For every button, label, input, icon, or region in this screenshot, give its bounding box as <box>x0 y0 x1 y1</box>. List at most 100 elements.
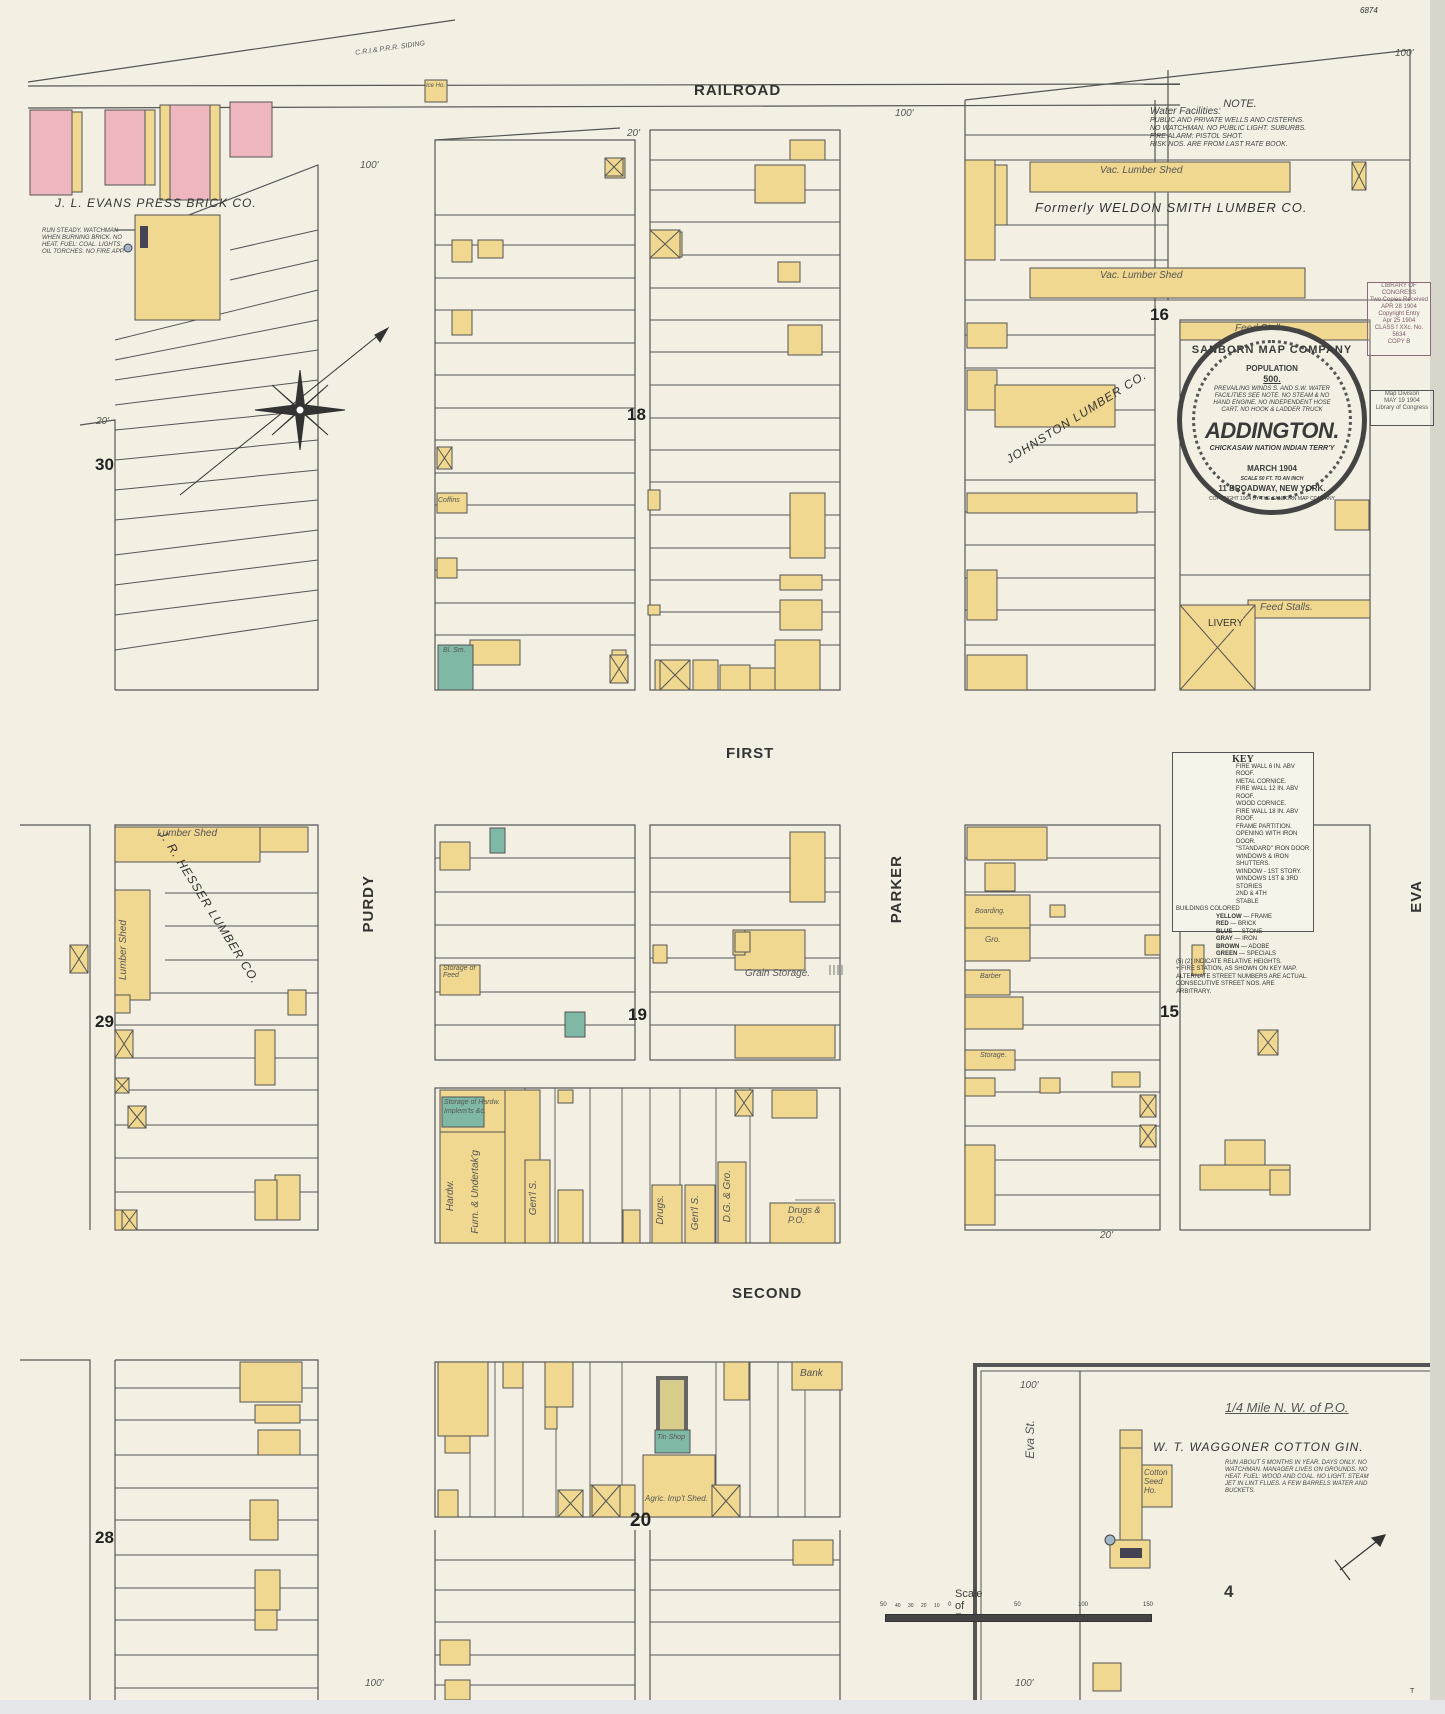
key-line: WOOD CORNICE. <box>1236 801 1287 807</box>
scale-tick: 20 <box>921 1603 927 1609</box>
street-purdy: PURDY <box>360 875 377 933</box>
note-water: Water Facilities: <box>1150 106 1221 117</box>
dim-label: 100' <box>360 160 379 171</box>
key-color-name: BLUE <box>1216 928 1233 935</box>
ice-house-label: Ice Ho. <box>426 83 446 89</box>
weldon-smith-lumber: Formerly WELDON SMITH LUMBER CO. <box>1035 200 1308 215</box>
scale-tick: 30 <box>908 1603 914 1609</box>
stamp-line: Two Copies Received <box>1369 297 1429 303</box>
scale-bar-line <box>885 1614 1152 1622</box>
key-color-name: YELLOW <box>1216 913 1242 920</box>
stamp-line: CLASS f XXc. No. <box>1374 325 1424 331</box>
feed-stalls-label: Feed Stalls. <box>1260 602 1313 613</box>
dim-label: 100' <box>365 1678 384 1689</box>
grain-storage-label: Grain Storage. <box>745 968 811 979</box>
note-box: NOTE. Water Facilities: PUBLIC AND PRIVA… <box>1150 98 1330 149</box>
vac-lumber-shed-label: Vac. Lumber Shed <box>1100 270 1183 281</box>
block-19: 19 <box>628 1005 647 1024</box>
bottom-edge <box>0 1700 1445 1714</box>
seal-ring <box>1192 340 1352 500</box>
dim-label: 100' <box>895 108 914 119</box>
block-18: 18 <box>627 405 646 424</box>
cotton-gin-notes: RUN ABOUT 5 MONTHS IN YEAR. DAYS ONLY. N… <box>1225 1460 1369 1494</box>
sheet-number: 4 <box>1224 1582 1234 1601</box>
cotton-seed-house-label: Cotton Seed Ho. <box>1144 1468 1168 1495</box>
drugs-po-label: Drugs & P.O. <box>788 1205 821 1225</box>
key-line: WINDOWS & IRON SHUTTERS. <box>1236 853 1289 868</box>
dim-label: 20' <box>1100 1230 1114 1241</box>
scale-tick: 0 <box>948 1602 952 1608</box>
corner-code: 6874 <box>1360 6 1378 15</box>
seal-scale: SCALE 50 FT. TO AN INCH <box>1240 476 1304 482</box>
evans-brick-co: J. L. EVANS PRESS BRICK CO. <box>55 196 257 210</box>
street-first: FIRST <box>726 745 775 762</box>
street-parker: PARKER <box>888 855 905 924</box>
seal-copyright: COPYRIGHT 1904 BY THE SANBORN MAP COMPAN… <box>1209 496 1335 502</box>
scale-tick: 100 <box>1078 1602 1089 1608</box>
key-line: FRAME PARTITION. <box>1236 823 1292 830</box>
distance-label: 1/4 Mile N. W. of P.O. <box>1225 1400 1349 1415</box>
sanborn-seal: SANBORN MAP COMPANY POPULATION 500. PREV… <box>1177 325 1367 515</box>
key-line: FIRE WALL 12 IN. ABV ROOF. <box>1236 786 1299 800</box>
compass-rose <box>179 326 390 496</box>
scale-tick: 10 <box>934 1603 940 1609</box>
dim-label: 20' <box>627 128 641 139</box>
stamp-line: APR 28 1904 <box>1381 304 1417 310</box>
key-color-meaning: ADOBE <box>1248 943 1270 950</box>
note-line: NO WATCHMAN. NO PUBLIC LIGHT. SUBURBS. <box>1150 125 1307 132</box>
note-heading: NOTE. <box>1223 98 1257 110</box>
key-footer-line: ALTERNATE STREET NUMBERS ARE ACTUAL. <box>1176 973 1308 980</box>
loc-copyright-stamp: LIBRARY OF CONGRESS Two Copies Received … <box>1367 282 1431 356</box>
key-line: "STANDARD" IRON DOOR <box>1236 846 1310 852</box>
key-color-name: RED <box>1216 921 1229 927</box>
stamp-line: Library of Congress <box>1375 405 1429 411</box>
map-key: KEY FIRE WALL 6 IN. ABV ROOF. METAL CORN… <box>1172 752 1314 995</box>
key-line: METAL CORNICE. <box>1236 778 1287 785</box>
storage-hardware-label: Storage of Hardw. Implem'ts &c. <box>444 1099 501 1115</box>
rr-siding-line <box>27 19 456 83</box>
general-store-label: Gen'l S. <box>528 1180 539 1216</box>
bl-sm-label: Bl. Sm. <box>443 647 466 654</box>
boarding-label: Boarding. <box>975 908 1005 915</box>
note-line: FIRE ALARM: PISTOL SHOT. <box>1150 133 1243 140</box>
tin-shop-label: Tin Shop <box>657 1434 685 1441</box>
livery-label: LIVERY <box>1208 618 1244 629</box>
key-color-row: GRAY — IRON <box>1216 936 1258 942</box>
storage-feed-label: Storage of Feed <box>443 965 476 979</box>
street-second: SECOND <box>732 1285 803 1302</box>
key-line: WINDOW - 1ST STORY. <box>1236 868 1302 875</box>
key-color-name: GREEN <box>1216 951 1238 957</box>
dim-label: 100' <box>1020 1380 1039 1391</box>
block-20: 20 <box>630 1510 652 1531</box>
block-30: 30 <box>95 455 114 474</box>
note-line: RISK NOS. ARE FROM LAST RATE BOOK. <box>1150 141 1288 148</box>
seal-region: CHICKASAW NATION INDIAN TERR'Y <box>1209 445 1335 452</box>
agric-shed-label: Agric. Imp't Shed. <box>645 1494 708 1503</box>
seal-year: 1904 <box>1279 464 1297 473</box>
furniture-undertaking-label: Furn. & Undertak'g <box>470 1150 481 1234</box>
key-color-meaning: STONE <box>1241 928 1263 935</box>
seal-population: 500. <box>1263 374 1281 384</box>
key-color-row: RED — BRICK <box>1216 921 1257 927</box>
seal-facts: PREVAILING WINDS S. AND S.W. WATER FACIL… <box>1213 386 1331 413</box>
note-line: PUBLIC AND PRIVATE WELLS AND CISTERNS. <box>1150 117 1305 124</box>
map-division-stamp: Map Division MAY 19 1904 Library of Cong… <box>1370 390 1434 426</box>
key-footer-line: CONSECUTIVE STREET NOS. ARE ARBITRARY. <box>1176 981 1275 995</box>
storage-label: Storage. <box>980 1052 1007 1059</box>
street-eva-st: Eva St. <box>1023 1420 1037 1459</box>
stamp-line: Map Division <box>1384 391 1420 397</box>
grocery-label: Gro. <box>985 935 1001 944</box>
cotton-gin-name: W. T. WAGGONER COTTON GIN. <box>1153 1440 1364 1454</box>
key-footer-line: (5) (2) INDICATE RELATIVE HEIGHTS. <box>1176 958 1282 965</box>
scale-tick: 50 <box>1014 1602 1021 1608</box>
key-line: OPENING WITH IRON DOOR. <box>1236 831 1298 845</box>
lumber-shed-label: Lumber Shed <box>157 828 218 839</box>
key-colors-heading: BUILDINGS COLORED <box>1176 906 1240 912</box>
seal-date: MARCH 1904 <box>1182 464 1362 473</box>
key-line: WINDOWS 1ST & 3RD STORIES <box>1236 876 1299 890</box>
lumber-shed-label: Lumber Shed <box>118 920 129 981</box>
seal-town: ADDINGTON. <box>1205 418 1339 443</box>
key-color-row: BROWN — ADOBE <box>1216 943 1270 950</box>
street-eva: EVA <box>1408 880 1425 913</box>
coffins-label: Coffins <box>438 497 460 504</box>
